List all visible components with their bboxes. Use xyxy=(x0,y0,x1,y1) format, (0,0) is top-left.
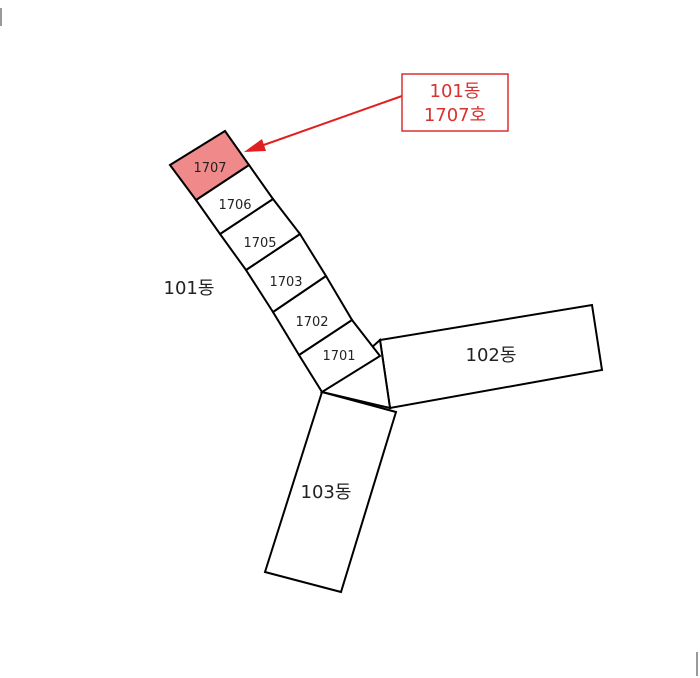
building-101-units: 1701 1702 1703 1705 1706 1707 xyxy=(168,129,382,394)
unit-label: 1702 xyxy=(295,315,328,330)
callout-arrow xyxy=(244,95,403,152)
unit-label: 1701 xyxy=(322,349,355,364)
unit-1707[interactable]: 1707 xyxy=(168,129,251,202)
unit-1705[interactable]: 1705 xyxy=(218,197,302,272)
building-102: 102동 xyxy=(378,303,604,410)
unit-label: 1707 xyxy=(193,161,226,176)
building-103-outline xyxy=(263,390,398,594)
callout-building: 101동 xyxy=(430,81,481,102)
callout-unit: 1707호 xyxy=(424,105,486,126)
unit-1701[interactable]: 1701 xyxy=(297,318,382,394)
unit-1706[interactable]: 1706 xyxy=(194,163,275,236)
unit-label: 1706 xyxy=(218,198,251,213)
callout-box: 101동 1707호 xyxy=(401,73,509,132)
building-101-label: 101동 xyxy=(164,278,215,299)
unit-label: 1703 xyxy=(269,275,302,290)
building-102-label: 102동 xyxy=(466,345,517,366)
unit-label: 1705 xyxy=(243,236,276,251)
building-103-label: 103동 xyxy=(301,482,352,503)
building-103: 103동 xyxy=(263,390,398,594)
